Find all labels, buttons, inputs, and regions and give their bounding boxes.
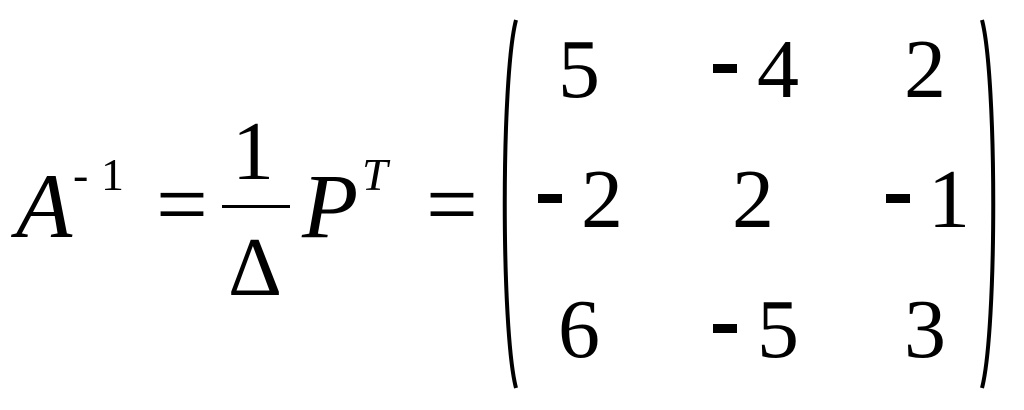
matrix-minus-sign-r1c2: [713, 64, 737, 73]
matrix-minus-sign-r2c3: [886, 194, 910, 203]
symbol-p: P: [302, 155, 359, 257]
matrix-cell-r1c1: 5: [558, 23, 600, 116]
matrix-cell-r1c3: 2: [904, 23, 946, 116]
equals-sign-2: =: [426, 153, 478, 255]
right-parenthesis: [980, 19, 996, 389]
matrix-minus-sign-r3c2: [713, 324, 737, 333]
matrix-cell-r3c3: 3: [904, 283, 946, 376]
matrix-cell-r1c2: 4: [757, 23, 799, 116]
symbol-a: A: [16, 155, 73, 257]
matrix-cell-r2c1: 2: [581, 153, 623, 246]
fraction-numerator: 1: [232, 105, 274, 198]
fraction-bar: [222, 205, 290, 208]
matrix-cell-r2c3: 1: [928, 153, 970, 246]
matrix-cell-r2c2: 2: [732, 153, 774, 246]
exponent-one: 1: [101, 149, 124, 200]
equals-sign-1: =: [156, 153, 208, 255]
exponent-minus-sign: -: [73, 149, 89, 200]
left-parenthesis: [502, 19, 518, 389]
matrix-minus-sign-r2c1: [538, 194, 562, 203]
matrix-cell-r3c1: 6: [558, 283, 600, 376]
fraction-denominator-delta: Δ: [228, 221, 283, 314]
matrix-cell-r3c2: 5: [757, 283, 799, 376]
superscript-t: T: [362, 149, 388, 200]
